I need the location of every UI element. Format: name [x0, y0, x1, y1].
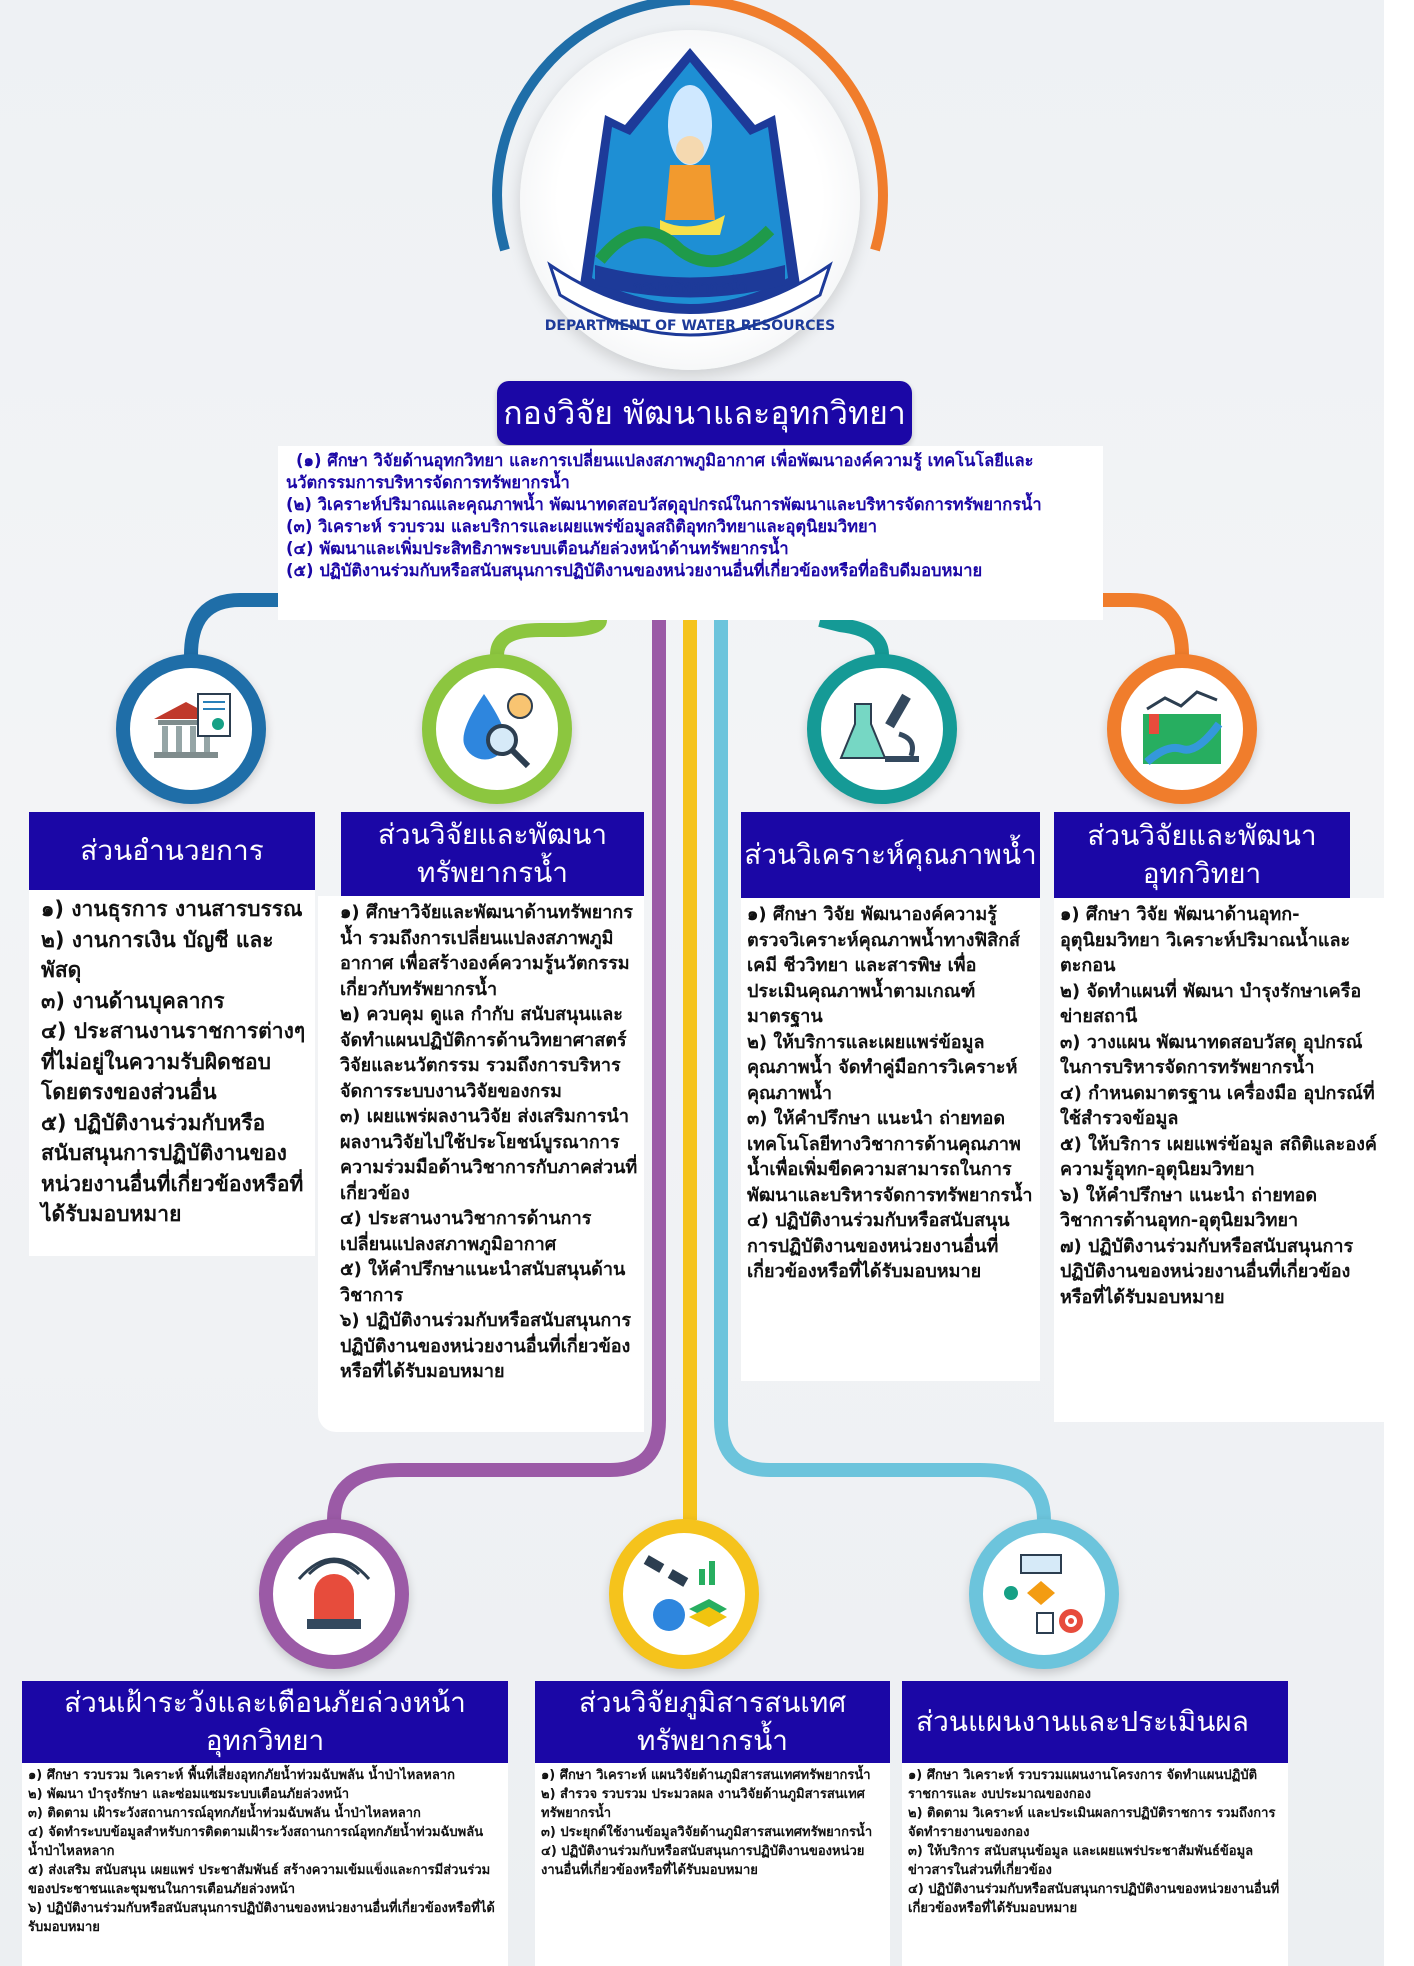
section-item: ๔) ปฏิบัติงานร่วมกับหรือสนับสนุนการปฏิบั… — [541, 1844, 865, 1878]
section-item: ๔) กำหนดมาตรฐาน เครื่องมือ อุปกรณ์ที่ใช้… — [1060, 1082, 1375, 1130]
section-item: ๑) ศึกษา วิจัย พัฒนาด้านอุทก-อุตุนิยมวิท… — [1060, 904, 1351, 976]
section-item: ๒) ควบคุม ดูแล กำกับ สนับสนุนและจัดทำแผน… — [340, 1004, 627, 1102]
section-item: ๒) งานการเงิน บัญชี และพัสดุ — [41, 927, 274, 983]
government-building-icon — [154, 693, 231, 758]
section-header-geo: ส่วนวิจัยภูมิสารสนเทศทรัพยากรน้ำ — [535, 1681, 890, 1763]
section-header-admin: ส่วนอำนวยการ — [29, 812, 315, 890]
hydro-icon-circle — [1107, 654, 1257, 804]
duty-item: (๓) วิเคราะห์ รวบรวม และบริการและเผยแพร่… — [286, 517, 877, 536]
section-item: ๗) ปฏิบัติงานร่วมกับหรือสนับสนุนการปฏิบั… — [1060, 1235, 1354, 1308]
section-item: ๖) ให้คำปรึกษา แนะนำ ถ่ายทอดวิชาการด้านอ… — [1060, 1184, 1318, 1232]
flowchart-target-icon — [1004, 1554, 1083, 1634]
section-item: ๔) ปฏิบัติงานร่วมกับหรือสนับสนุนการปฏิบั… — [747, 1210, 1010, 1282]
section-item: ๑) ศึกษา วิเคราะห์ รวบรวมแผนงานโครงการ จ… — [908, 1768, 1258, 1802]
river-map-chart-icon — [1143, 690, 1223, 766]
logo-ring-right — [689, 0, 888, 252]
duty-item: (๔) พัฒนาและเพิ่มประสิทธิภาพระบบเตือนภัย… — [286, 539, 789, 558]
section-item: ๓) ติดตาม เฝ้าระวังสถานการณ์อุทกภัยน้ำท่… — [28, 1806, 421, 1821]
logo-thai-name: กรมทรัพยากรน้ำ — [632, 274, 747, 296]
section-item: ๕) ปฏิบัติงานร่วมกับหรือสนับสนุนการปฏิบั… — [41, 1110, 304, 1227]
water-drop-magnifier-icon — [463, 693, 533, 769]
logo-ring-left — [492, 0, 691, 252]
section-item: ๔) ประสานงานราชการต่างๆ ที่ไม่อยู่ในความ… — [41, 1019, 306, 1104]
siren-alarm-icon — [297, 1557, 371, 1629]
department-emblem-icon: กรมทรัพยากรน้ำ DEPARTMENT OF WATER RESOU… — [545, 48, 835, 337]
section-header-plan: ส่วนแผนงานและประเมินผล — [902, 1681, 1288, 1763]
section-item: ๕) ส่งเสริม สนับสนุน เผยแพร่ ประชาสัมพัน… — [28, 1863, 491, 1897]
division-duties: (๑) ศึกษา วิจัยด้านอุทกวิทยา และการเปลี่… — [278, 446, 1103, 620]
section-body-admin: ๑) งานธุรการ งานสารบรรณ ๒) งานการเงิน บั… — [29, 890, 315, 1256]
section-item: ๑) ศึกษาวิจัยและพัฒนาด้านทรัพยากรน้ำ รวม… — [340, 902, 633, 1000]
section-header-warning: ส่วนเฝ้าระวังและเตือนภัยล่วงหน้าอุทกวิทย… — [22, 1681, 508, 1763]
lab-microscope-icon — [839, 693, 919, 762]
section-item: ๔) ประสานงานวิชาการด้านการเปลี่ยนแปลงสภา… — [340, 1208, 592, 1255]
branch-admin — [184, 593, 278, 656]
water-rd-icon-circle — [422, 654, 572, 804]
branch-quality — [818, 613, 889, 656]
section-body-plan: ๑) ศึกษา วิเคราะห์ รวบรวมแผนงานโครงการ จ… — [902, 1763, 1288, 1966]
section-item: ๑) งานธุรการ งานสารบรรณ — [41, 897, 303, 921]
duty-item: (๒) วิเคราะห์ปริมาณและคุณภาพน้ำ พัฒนาทดส… — [286, 495, 1042, 514]
section-item: ๖) ปฏิบัติงานร่วมกับหรือสนับสนุนการปฏิบั… — [28, 1901, 495, 1935]
plan-icon-circle — [969, 1519, 1119, 1669]
section-item: ๑) ศึกษา วิจัย พัฒนาองค์ความรู้ตรวจวิเคร… — [747, 904, 1020, 1027]
branch-water-rd — [490, 617, 607, 656]
department-logo: กรมทรัพยากรน้ำ DEPARTMENT OF WATER RESOU… — [520, 30, 860, 370]
section-item: ๕) ให้บริการ เผยแพร่ข้อมูล สถิติและองค์ค… — [1060, 1133, 1377, 1181]
section-item: ๒) จัดทำแผนที่ พัฒนา บำรุงรักษาเครือข่าย… — [1060, 980, 1362, 1028]
warning-icon-circle — [259, 1519, 409, 1669]
section-item: ๒) ให้บริการและเผยแพร่ข้อมูลคุณภาพน้ำ จั… — [747, 1031, 1018, 1104]
section-item: ๓) งานด้านบุคลากร — [41, 988, 225, 1013]
section-header-hydro: ส่วนวิจัยและพัฒนาอุทกวิทยา — [1054, 812, 1350, 898]
division-title: กองวิจัย พัฒนาและอุทกวิทยา — [497, 381, 912, 445]
section-body-water-rd: ๑) ศึกษาวิจัยและพัฒนาด้านทรัพยากรน้ำ รวม… — [318, 896, 644, 1432]
branch-hydro — [1103, 593, 1189, 656]
section-item: ๓) ให้บริการ สนับสนุนข้อมูล และเผยแพร่ปร… — [908, 1844, 1254, 1878]
satellite-globe-icon — [643, 1555, 727, 1631]
section-body-quality: ๑) ศึกษา วิจัย พัฒนาองค์ความรู้ตรวจวิเคร… — [741, 898, 1040, 1381]
duty-item: (๑) ศึกษา วิจัยด้านอุทกวิทยา และการเปลี่… — [286, 451, 1034, 492]
trunk-plan — [714, 620, 1051, 1521]
admin-icon-circle — [116, 654, 266, 804]
section-item: ๔) จัดทำระบบข้อมูลสำหรับการติดตามเฝ้าระว… — [28, 1825, 484, 1859]
section-header-water-rd: ส่วนวิจัยและพัฒนาทรัพยากรน้ำ — [341, 812, 644, 896]
section-item: ๔) ปฏิบัติงานร่วมกับหรือสนับสนุนการปฏิบั… — [908, 1882, 1280, 1916]
right-margin — [1384, 0, 1414, 1966]
section-header-quality: ส่วนวิเคราะห์คุณภาพน้ำ — [741, 812, 1040, 898]
section-item: ๒) สำรวจ รวบรวม ประมวลผล งานวิจัยด้านภูม… — [541, 1787, 865, 1821]
section-item: ๖) ปฏิบัติงานร่วมกับหรือสนับสนุนการปฏิบั… — [340, 1310, 632, 1382]
logo-english-name: DEPARTMENT OF WATER RESOURCES — [545, 318, 835, 334]
section-body-hydro: ๑) ศึกษา วิจัย พัฒนาด้านอุทก-อุตุนิยมวิท… — [1054, 898, 1384, 1422]
geo-icon-circle — [609, 1519, 759, 1669]
section-item: ๒) ติดตาม วิเคราะห์ และประเมินผลการปฏิบั… — [908, 1806, 1276, 1840]
quality-icon-circle — [807, 654, 957, 804]
section-item: ๓) วางแผน พัฒนาทดสอบวัสดุ อุปกรณ์ในการบร… — [1060, 1031, 1363, 1079]
section-item: ๓) เผยแพร่ผลงานวิจัย ส่งเสริมการนำผลงานว… — [340, 1106, 638, 1204]
section-body-geo: ๑) ศึกษา วิเคราะห์ แผนวิจัยด้านภูมิสารสน… — [535, 1763, 890, 1966]
trunk-warning — [327, 620, 666, 1521]
section-item: ๕) ให้คำปรึกษาแนะนำสนับสนุนด้านวิชาการ — [340, 1259, 626, 1306]
section-item: ๓) ให้คำปรึกษา แนะนำ ถ่ายทอดเทคโนโลยีทาง… — [747, 1108, 1033, 1206]
section-body-warning: ๑) ศึกษา รวบรวม วิเคราะห์ พื้นที่เสี่ยงอ… — [22, 1763, 508, 1966]
duty-item: (๕) ปฏิบัติงานร่วมกับหรือสนับสนุนการปฏิบ… — [286, 561, 983, 580]
section-item: ๒) พัฒนา บำรุงรักษา และซ่อมแซมระบบเตือนภ… — [28, 1787, 350, 1802]
section-item: ๓) ประยุกต์ใช้งานข้อมูลวิจัยด้านภูมิสารส… — [541, 1825, 873, 1840]
section-item: ๑) ศึกษา วิเคราะห์ แผนวิจัยด้านภูมิสารสน… — [541, 1768, 871, 1783]
section-item: ๑) ศึกษา รวบรวม วิเคราะห์ พื้นที่เสี่ยงอ… — [28, 1768, 455, 1783]
